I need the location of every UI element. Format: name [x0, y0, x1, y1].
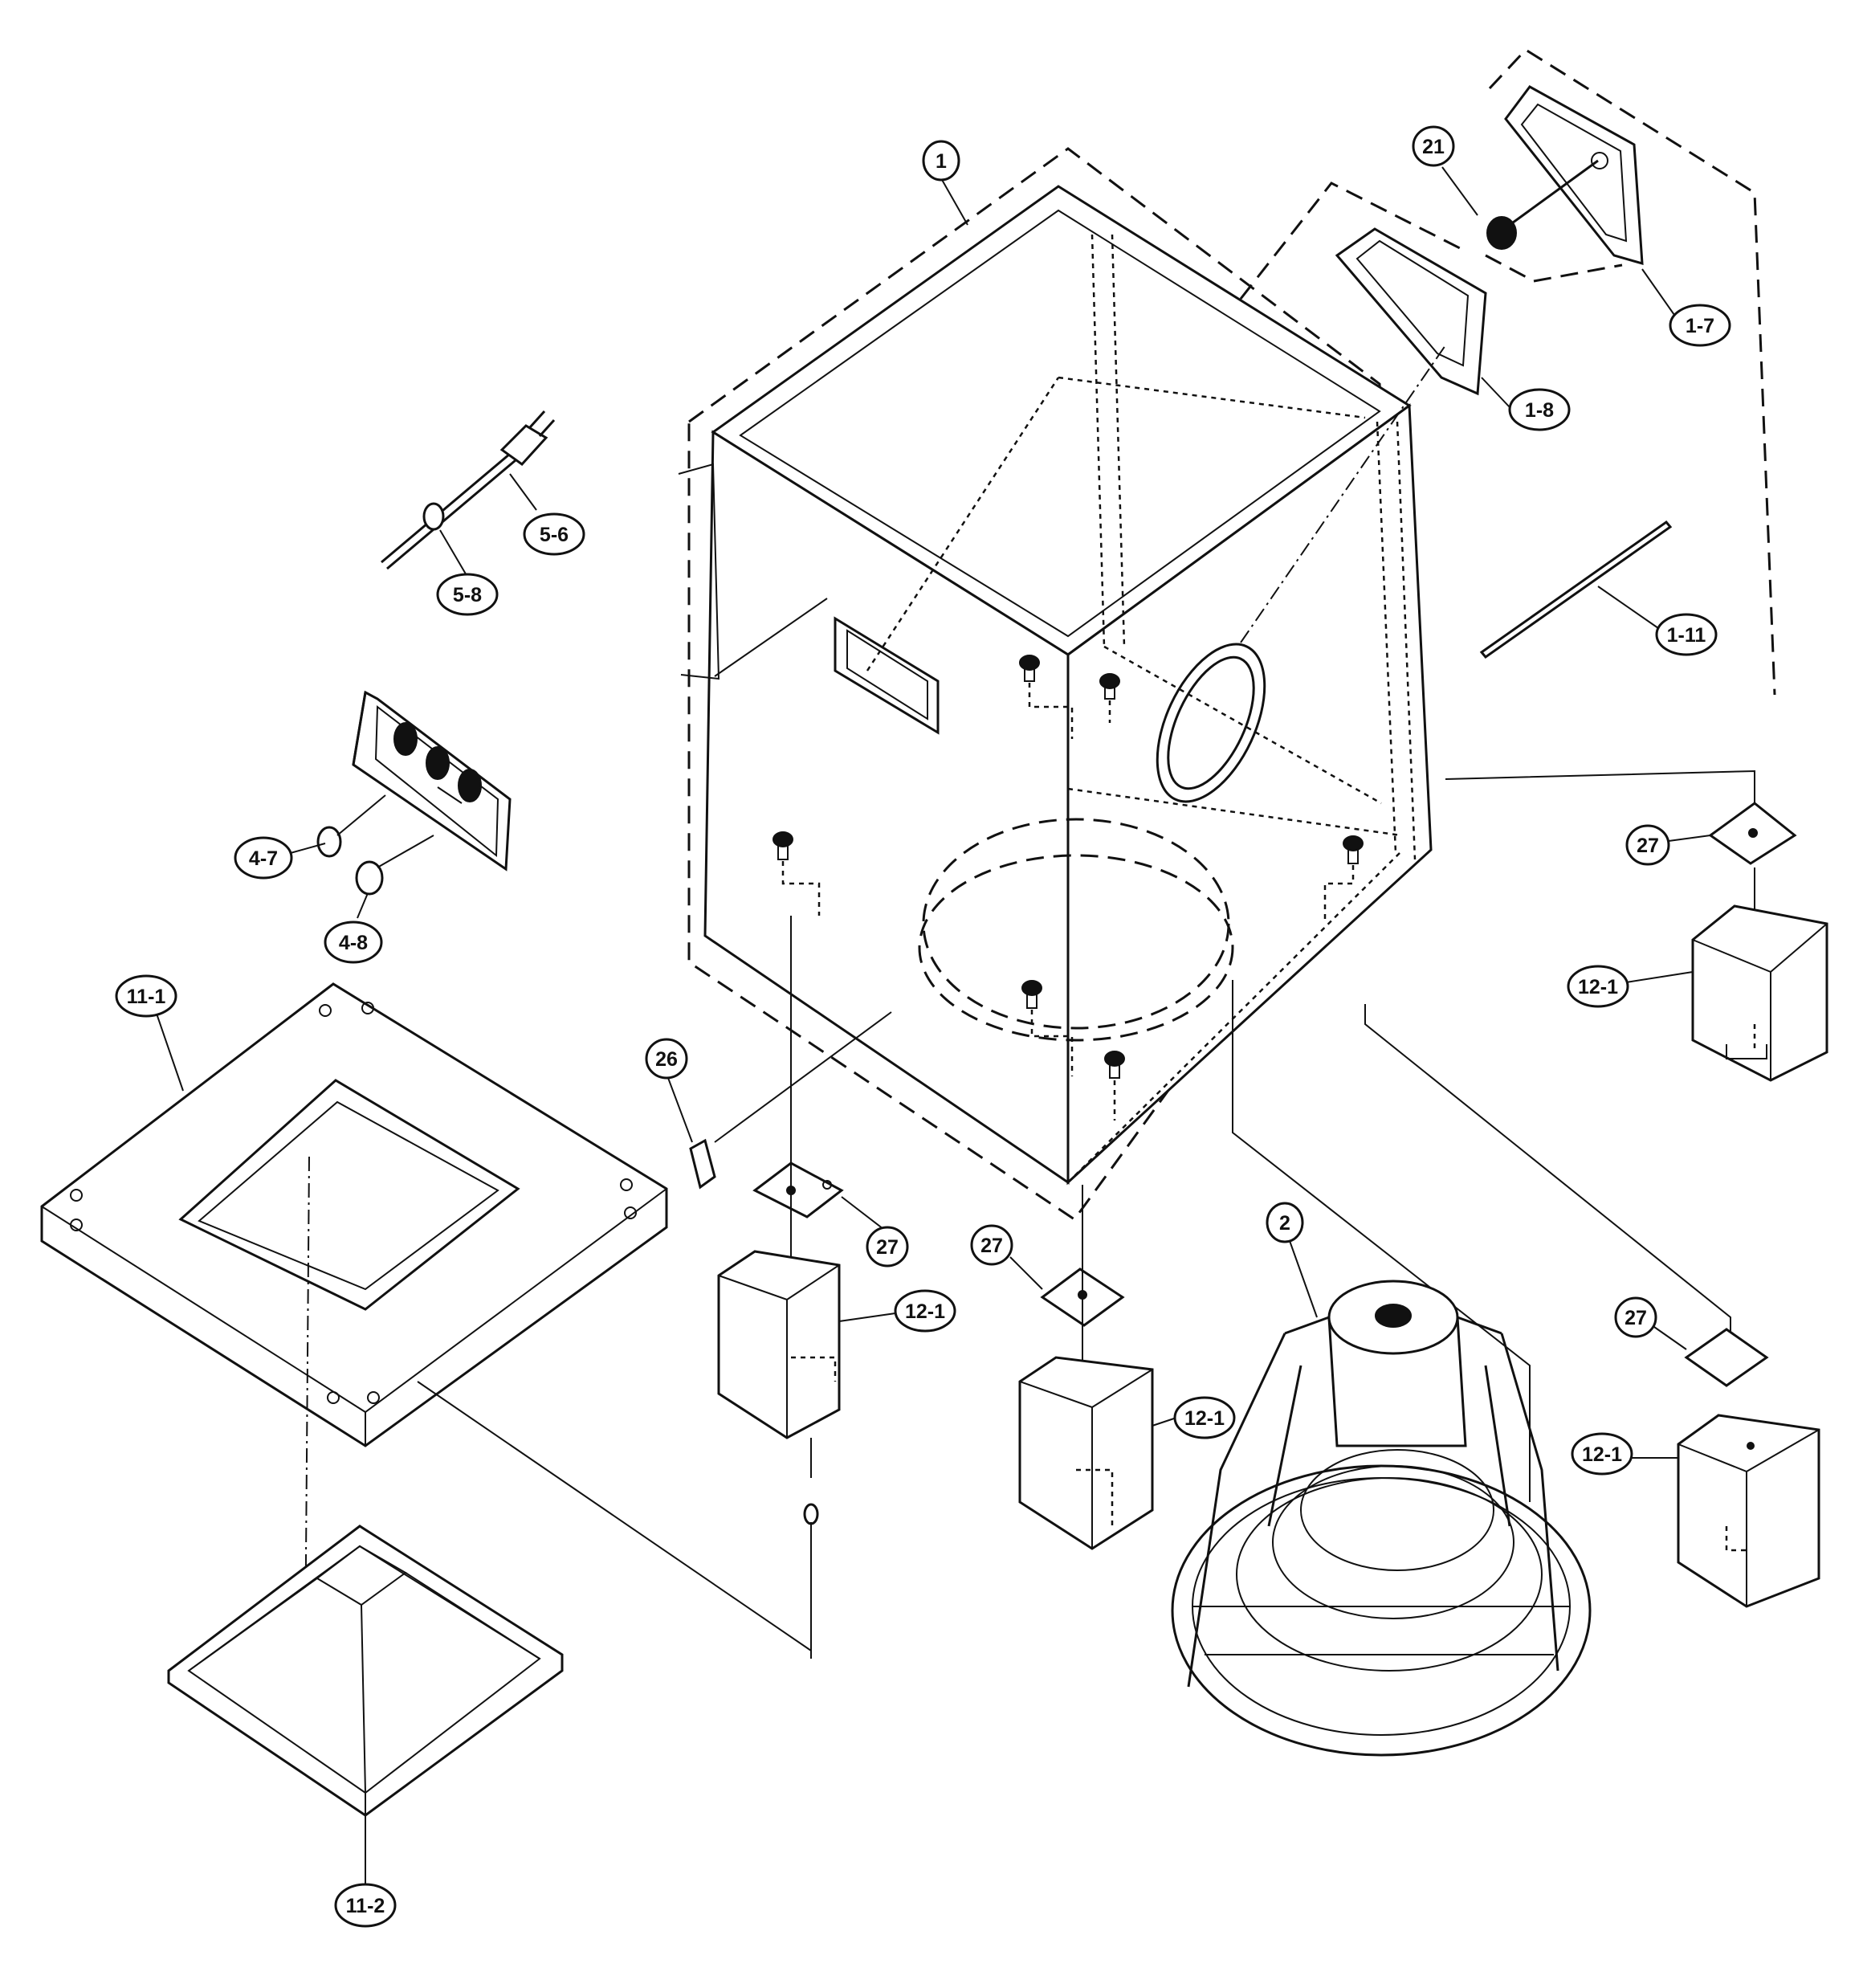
callout-12-1-center: 12-1	[1173, 1396, 1236, 1439]
callout-4-8: 4-8	[324, 921, 383, 964]
callout-1-8: 1-8	[1508, 388, 1571, 431]
callout-27-left: 27	[866, 1226, 909, 1268]
callout-27-center: 27	[970, 1224, 1013, 1266]
rod	[1479, 520, 1673, 659]
callout-1: 1	[922, 140, 960, 182]
clip	[689, 1011, 892, 1190]
callout-5-6: 5-6	[523, 512, 585, 556]
svg-text:27: 27	[1637, 835, 1659, 857]
svg-text:27: 27	[876, 1236, 899, 1259]
svg-text:1-11: 1-11	[1667, 624, 1706, 647]
callout-26: 26	[645, 1038, 688, 1080]
knob	[316, 826, 342, 858]
foot-right-bottom	[1677, 1328, 1820, 1608]
svg-text:12-1: 12-1	[1184, 1407, 1225, 1430]
callout-27-right-top: 27	[1625, 824, 1670, 866]
foot-right-top	[1691, 802, 1828, 1082]
svg-text:26: 26	[655, 1048, 678, 1071]
svg-text:27: 27	[980, 1235, 1003, 1257]
svg-text:12-1: 12-1	[905, 1300, 945, 1323]
foot-left	[717, 916, 844, 1659]
terminal-plate	[1485, 48, 1776, 696]
power-cord	[381, 410, 556, 570]
callout-12-1-left: 12-1	[894, 1289, 956, 1333]
callout-2: 2	[1266, 1202, 1304, 1243]
callout-1-11: 1-11	[1655, 613, 1718, 656]
svg-text:1-7: 1-7	[1686, 315, 1714, 337]
svg-text:4-8: 4-8	[339, 932, 368, 954]
cabinet	[678, 147, 1433, 1222]
svg-text:27: 27	[1625, 1307, 1647, 1329]
screw	[1019, 655, 1074, 739]
svg-text:1-8: 1-8	[1525, 399, 1554, 422]
base-frame	[40, 982, 812, 1659]
callout-4-7: 4-7	[234, 836, 293, 880]
svg-text:11-1: 11-1	[127, 986, 166, 1008]
grommet	[1486, 216, 1517, 250]
base-tray	[167, 1525, 564, 1839]
callout-27-right-bottom: 27	[1614, 1296, 1657, 1338]
callout-12-1-right-top: 12-1	[1567, 965, 1629, 1008]
screw	[773, 831, 821, 916]
callout-leaders	[156, 166, 1711, 1884]
screw	[1099, 673, 1120, 723]
screw	[1323, 835, 1364, 924]
svg-text:5-8: 5-8	[453, 584, 482, 606]
callout-11-1: 11-1	[115, 974, 177, 1018]
svg-text:12-1: 12-1	[1582, 1443, 1622, 1466]
callout-12-1-right-bottom: 12-1	[1571, 1432, 1633, 1476]
svg-text:12-1: 12-1	[1578, 976, 1618, 998]
svg-text:5-6: 5-6	[540, 524, 569, 546]
callout-11-2: 11-2	[334, 1883, 397, 1928]
woofer	[1171, 1280, 1592, 1757]
callout-21: 21	[1412, 125, 1455, 167]
svg-text:2: 2	[1279, 1212, 1290, 1235]
foot-center	[1018, 1185, 1154, 1550]
svg-text:4-7: 4-7	[249, 847, 278, 870]
svg-text:1: 1	[936, 150, 947, 173]
callout-5-8: 5-8	[436, 573, 499, 616]
screw	[1021, 980, 1074, 1076]
knob	[355, 860, 384, 896]
screw	[1104, 1051, 1125, 1121]
callout-1-7: 1-7	[1669, 304, 1731, 347]
svg-text:11-2: 11-2	[346, 1895, 385, 1917]
svg-text:21: 21	[1422, 136, 1445, 158]
input-panel	[316, 690, 512, 896]
gasket-plate	[1239, 182, 1487, 643]
